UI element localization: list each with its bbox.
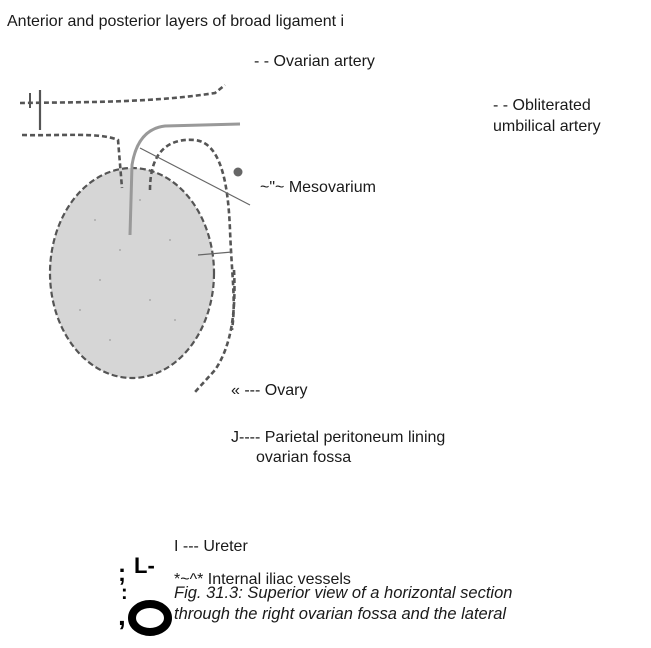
obliterated-umbilical-artery-dot bbox=[234, 168, 243, 177]
label-parietal-line1: J---- Parietal peritoneum lining bbox=[231, 428, 445, 447]
label-obliterated-line1: - - Obliterated bbox=[493, 96, 591, 115]
label-broad-ligament: Anterior and posterior layers of broad l… bbox=[7, 12, 344, 31]
caption-line2: through the right ovarian fossa and the … bbox=[174, 604, 651, 625]
caption-line1: Fig. 31.3: Superior view of a horizontal… bbox=[174, 583, 651, 604]
label-ovarian-artery: - - Ovarian artery bbox=[254, 52, 375, 71]
scan-artifact-comma: , bbox=[118, 600, 126, 632]
label-ovary: « --- Ovary bbox=[231, 381, 307, 400]
label-obliterated-line2: umbilical artery bbox=[493, 117, 601, 136]
label-ureter: I --- Ureter bbox=[174, 537, 248, 556]
figure-caption: Fig. 31.3: Superior view of a horizontal… bbox=[174, 583, 651, 625]
scan-artifact-L: L- bbox=[134, 553, 155, 579]
scan-artifact-ring-icon bbox=[126, 597, 174, 639]
label-mesovarium: ~"~ Mesovarium bbox=[260, 178, 376, 197]
label-parietal-line2: ovarian fossa bbox=[256, 448, 351, 467]
broad-ligament-layer-anterior bbox=[20, 85, 225, 103]
